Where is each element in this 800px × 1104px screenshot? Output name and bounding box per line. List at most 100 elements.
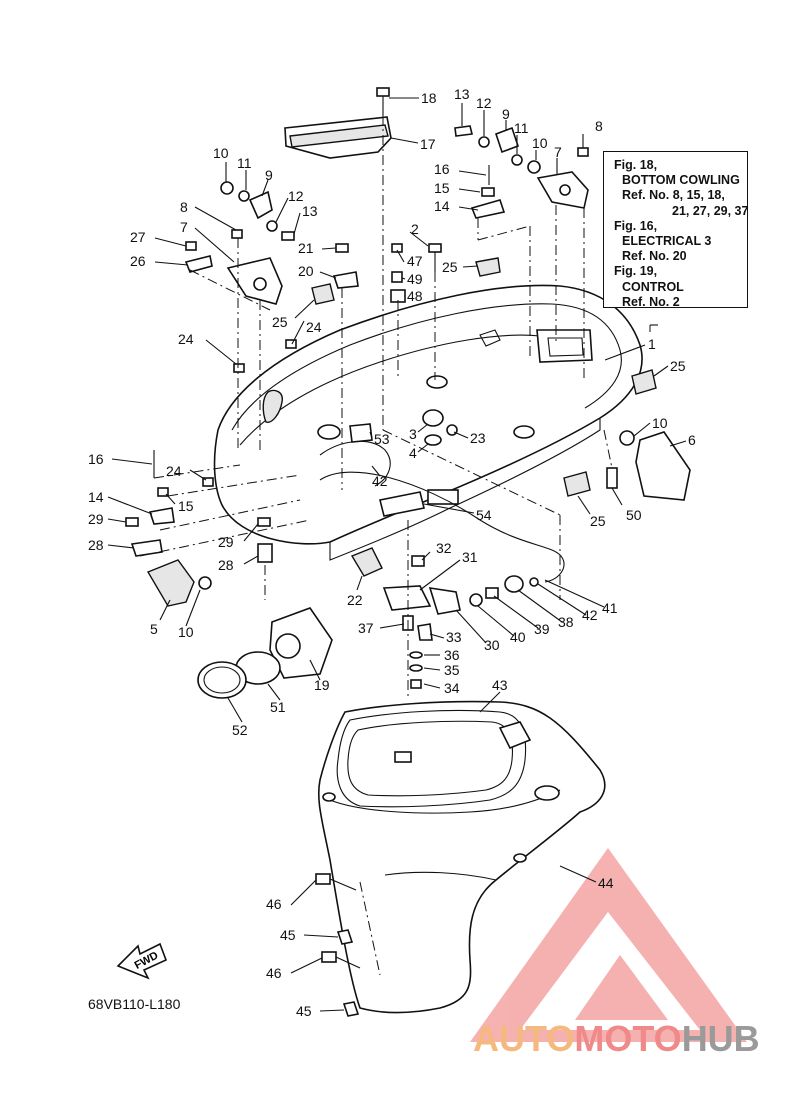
brand-watermark: AUTOMOTOHUB xyxy=(473,1018,760,1060)
ref-line: Fig. 18, xyxy=(614,158,658,172)
callout-35: 35 xyxy=(444,662,460,678)
callout-37: 37 xyxy=(358,620,374,636)
callout-10: 10 xyxy=(532,135,548,151)
callout-45: 45 xyxy=(280,927,296,943)
callout-8: 8 xyxy=(595,118,603,134)
ref-line: CONTROL xyxy=(622,279,684,294)
callout-45: 45 xyxy=(296,1003,312,1019)
callout-21: 21 xyxy=(298,240,314,256)
callout-9: 9 xyxy=(265,167,273,183)
callout-17: 17 xyxy=(420,136,436,152)
brand-part-moto: MOTO xyxy=(574,1018,682,1059)
callout-28: 28 xyxy=(218,557,234,573)
callout-38: 38 xyxy=(558,614,574,630)
callout-14: 14 xyxy=(88,489,104,505)
callout-24: 24 xyxy=(306,319,322,335)
watermark-logo xyxy=(470,848,747,1042)
callout-5: 5 xyxy=(150,621,158,637)
callout-53: 53 xyxy=(374,431,390,447)
callout-19: 19 xyxy=(314,677,330,693)
leader-lines xyxy=(107,97,687,1012)
callout-54: 54 xyxy=(476,507,492,523)
callout-25: 25 xyxy=(590,513,606,529)
callout-25: 25 xyxy=(442,259,458,275)
callout-13: 13 xyxy=(454,86,470,102)
ref-line: ELECTRICAL 3 xyxy=(622,234,712,249)
callout-33: 33 xyxy=(446,629,462,645)
alignment-lines xyxy=(139,115,658,976)
callout-10: 10 xyxy=(178,624,194,640)
callout-12: 12 xyxy=(476,95,492,111)
callout-4: 4 xyxy=(409,445,417,461)
callout-22: 22 xyxy=(347,592,363,608)
callout-labels: 18 17 13 12 9 11 10 7 8 16 15 14 10 11 9… xyxy=(88,86,696,1019)
callout-9: 9 xyxy=(502,106,510,122)
callout-18: 18 xyxy=(421,90,437,106)
part-44-lower-cowling xyxy=(317,700,606,1014)
callout-6: 6 xyxy=(688,432,696,448)
callout-29: 29 xyxy=(218,534,234,550)
callout-46: 46 xyxy=(266,896,282,912)
part-17-seal xyxy=(284,116,392,159)
callout-52: 52 xyxy=(232,722,248,738)
callout-14: 14 xyxy=(434,198,450,214)
callout-28: 28 xyxy=(88,537,104,553)
callout-46: 46 xyxy=(266,965,282,981)
callout-41: 41 xyxy=(602,600,618,616)
callout-31: 31 xyxy=(462,549,478,565)
callout-24: 24 xyxy=(178,331,194,347)
callout-26: 26 xyxy=(130,253,146,269)
callout-24: 24 xyxy=(166,463,182,479)
callout-16: 16 xyxy=(434,161,450,177)
callout-40: 40 xyxy=(510,629,526,645)
callout-3: 3 xyxy=(409,426,417,442)
callout-30: 30 xyxy=(484,637,500,653)
callout-15: 15 xyxy=(434,180,450,196)
callout-44: 44 xyxy=(598,875,614,891)
callout-15: 15 xyxy=(178,498,194,514)
callout-49: 49 xyxy=(407,271,423,287)
callout-32: 32 xyxy=(436,540,452,556)
brand-part-hub: HUB xyxy=(681,1018,760,1059)
ref-line: BOTTOM COWLING xyxy=(622,173,740,188)
callout-7: 7 xyxy=(180,219,188,235)
callout-2: 2 xyxy=(411,221,419,237)
callout-11: 11 xyxy=(514,120,529,136)
callout-29: 29 xyxy=(88,511,104,527)
callout-42: 42 xyxy=(582,607,598,623)
callout-39: 39 xyxy=(534,621,550,637)
callout-27: 27 xyxy=(130,229,146,245)
callout-48: 48 xyxy=(407,288,423,304)
callout-1: 1 xyxy=(648,336,656,352)
callout-43: 43 xyxy=(492,677,508,693)
ref-line: Fig. 19, xyxy=(614,264,658,279)
callout-47: 47 xyxy=(407,253,423,269)
ref-line: Ref. No. 8, 15, 18, xyxy=(622,188,725,203)
callout-25: 25 xyxy=(272,314,288,330)
callout-51: 51 xyxy=(270,699,286,715)
small-parts xyxy=(116,87,691,1017)
callout-11: 11 xyxy=(237,155,252,171)
callout-36: 36 xyxy=(444,647,460,663)
callout-16: 16 xyxy=(88,451,104,467)
ref-line: Ref. No. 2 xyxy=(622,294,680,309)
callout-13: 13 xyxy=(302,203,318,219)
callout-12: 12 xyxy=(288,188,304,204)
ref-line: Fig. 16, xyxy=(614,218,658,233)
callout-10: 10 xyxy=(652,415,668,431)
callout-25: 25 xyxy=(670,358,686,374)
ref-line: 21, 27, 29, 37 xyxy=(672,203,749,218)
callout-23: 23 xyxy=(470,430,486,446)
ref-line: Ref. No. 20 xyxy=(622,249,687,264)
diagram-code: 68VB110-L180 xyxy=(88,996,181,1012)
brand-part-auto: AUTO xyxy=(473,1018,575,1059)
callout-8: 8 xyxy=(180,199,188,215)
callout-34: 34 xyxy=(444,680,460,696)
callout-10: 10 xyxy=(213,145,229,161)
callout-20: 20 xyxy=(298,263,314,279)
callout-42: 42 xyxy=(372,473,388,489)
reference-box: Fig. 18, BOTTOM COWLING Ref. No. 8, 15, … xyxy=(603,151,749,309)
callout-7: 7 xyxy=(554,144,562,160)
callout-50: 50 xyxy=(626,507,642,523)
